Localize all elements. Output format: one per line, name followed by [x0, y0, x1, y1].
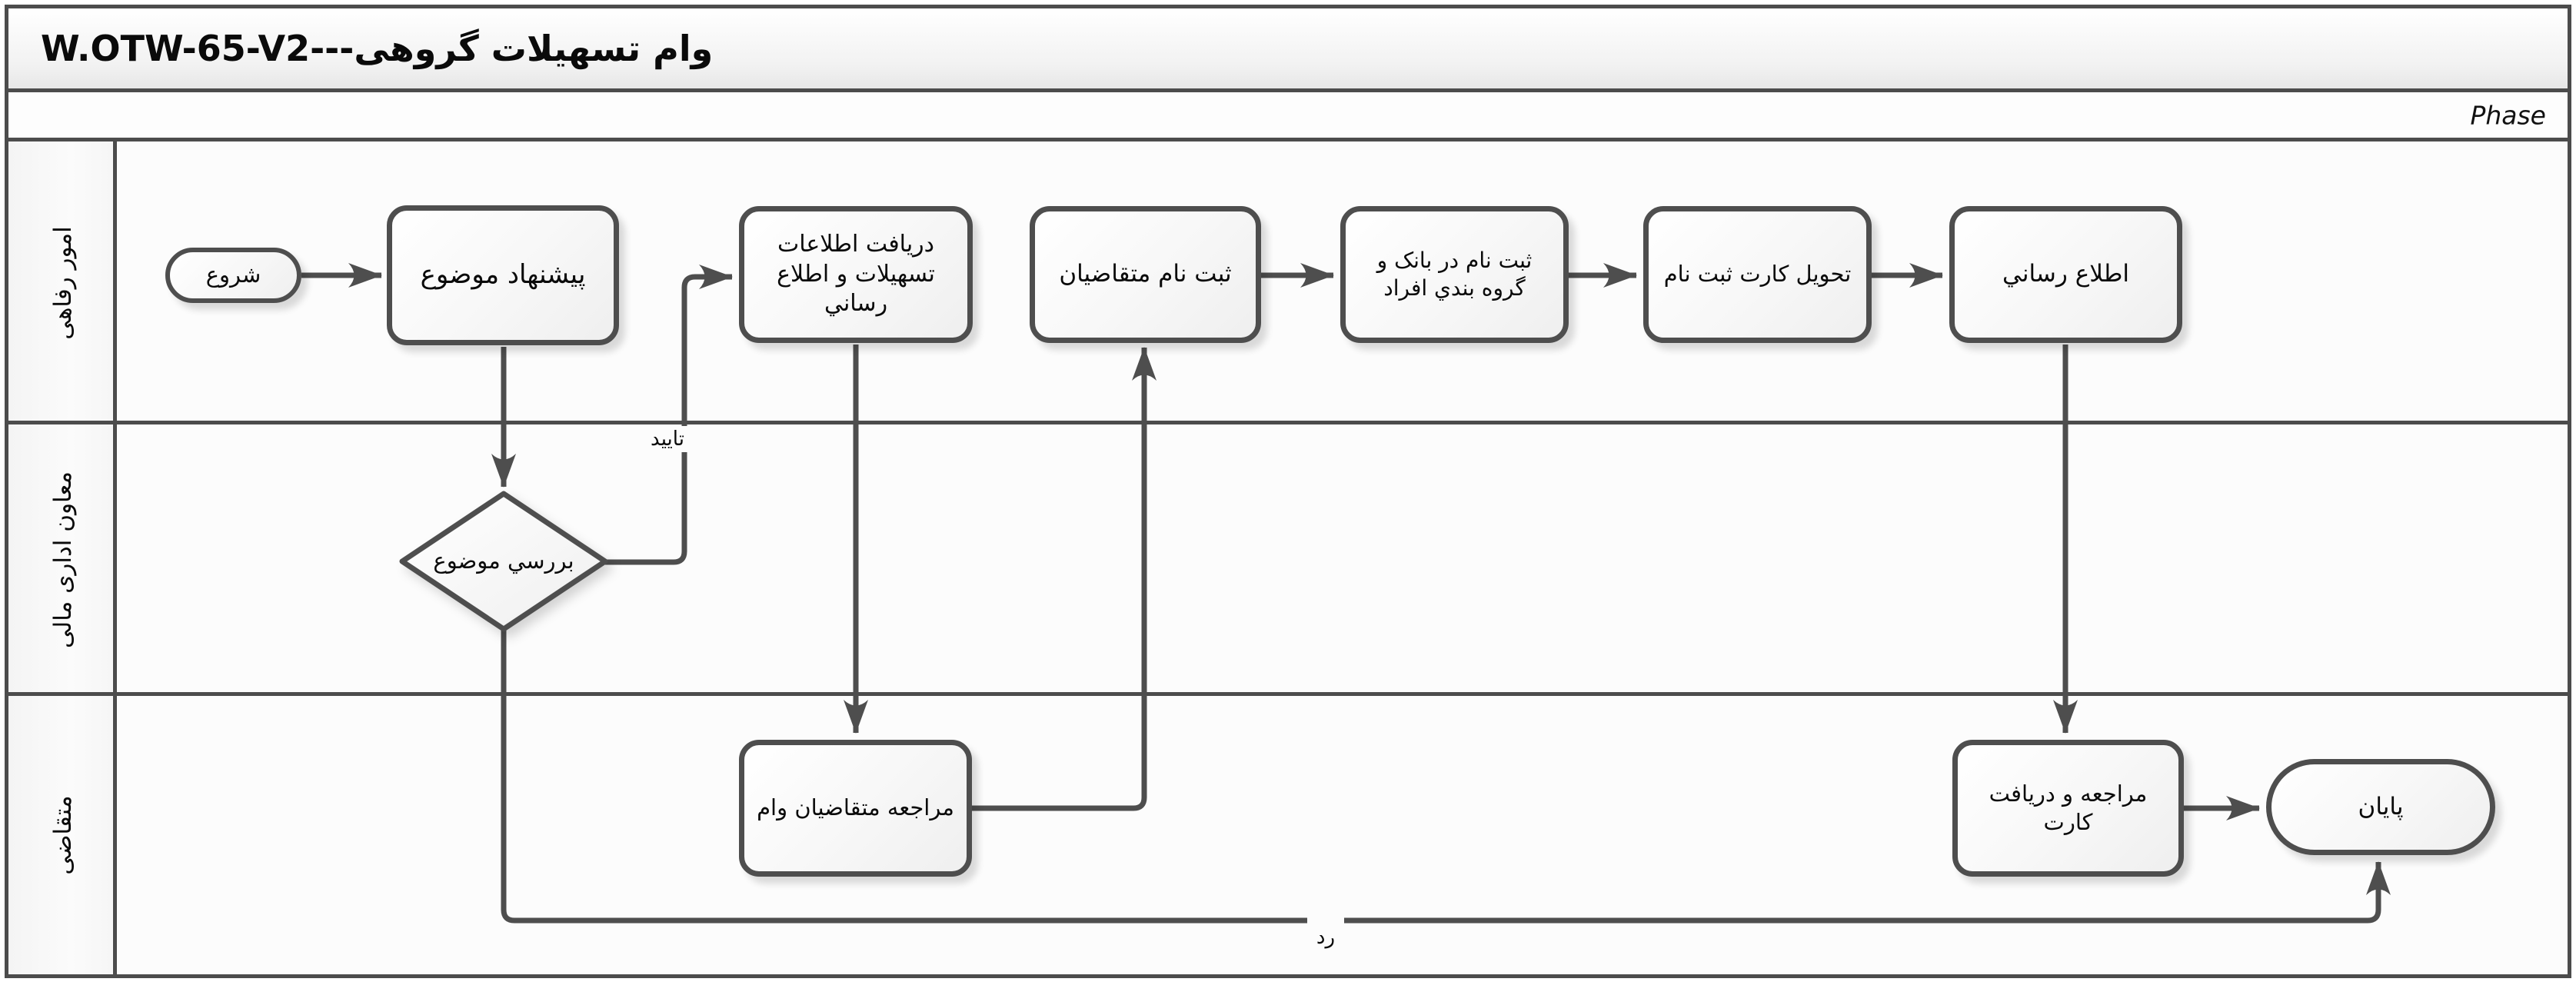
node-propose-topic[interactable]: پیشنهاد موضوع — [387, 205, 619, 345]
decision-review-topic-shape[interactable] — [399, 491, 608, 632]
edge-review-reject-to-end — [501, 631, 2391, 924]
reject-line-gap — [1307, 915, 1344, 926]
edge-label-reject[interactable]: رد — [1316, 926, 1336, 949]
diagram-title[interactable]: وام تسهیلات گروهی---W.OTW-65-V2 — [41, 28, 714, 69]
node-start[interactable]: شروع — [165, 248, 301, 303]
edge-review-approve-to-receive-info — [605, 265, 733, 565]
edge-loan-visit-to-register — [972, 347, 1157, 811]
node-visit-receive-card[interactable]: مراجعه و دریافت کارت — [1952, 740, 2184, 877]
lane-welfare-label[interactable]: امور رفاهی — [49, 226, 77, 340]
node-receive-info[interactable]: دریافت اطلاعات تسهیلات و اطلاع رساني — [739, 206, 973, 343]
lane-welfare-label-cell[interactable] — [8, 141, 117, 421]
title-band: وام تسهیلات گروهی---W.OTW-65-V2 — [8, 8, 2568, 92]
node-loan-applicants-visit[interactable]: مراجعه متقاضیان وام — [739, 740, 972, 877]
node-announce[interactable]: اطلاع رساني — [1949, 206, 2182, 343]
lane-deputy-label-cell[interactable] — [8, 424, 117, 692]
lane-applicant-label-cell[interactable] — [8, 696, 117, 974]
phase-label: Phase — [2470, 100, 2546, 130]
node-register-applicants[interactable]: ثبت نام متقاضیان — [1030, 206, 1261, 343]
node-end[interactable]: پایان — [2266, 759, 2495, 855]
lane-deputy — [8, 424, 2568, 696]
node-review-topic-label[interactable]: بررسي موضوع — [433, 548, 574, 574]
diagram-frame: وام تسهیلات گروهی---W.OTW-65-V2 Phase — [5, 5, 2571, 978]
lane-deputy-label[interactable]: معاون اداری مالی — [49, 471, 77, 649]
node-bank-registration[interactable]: ثبت نام در بانک و گروه بندي افراد — [1340, 206, 1569, 343]
phase-band: Phase — [8, 92, 2568, 141]
lane-applicant-label[interactable]: متقاضی — [49, 795, 77, 875]
edge-label-approve[interactable]: تایید — [629, 426, 706, 452]
node-deliver-card[interactable]: تحویل کارت ثبت نام — [1643, 206, 1872, 343]
